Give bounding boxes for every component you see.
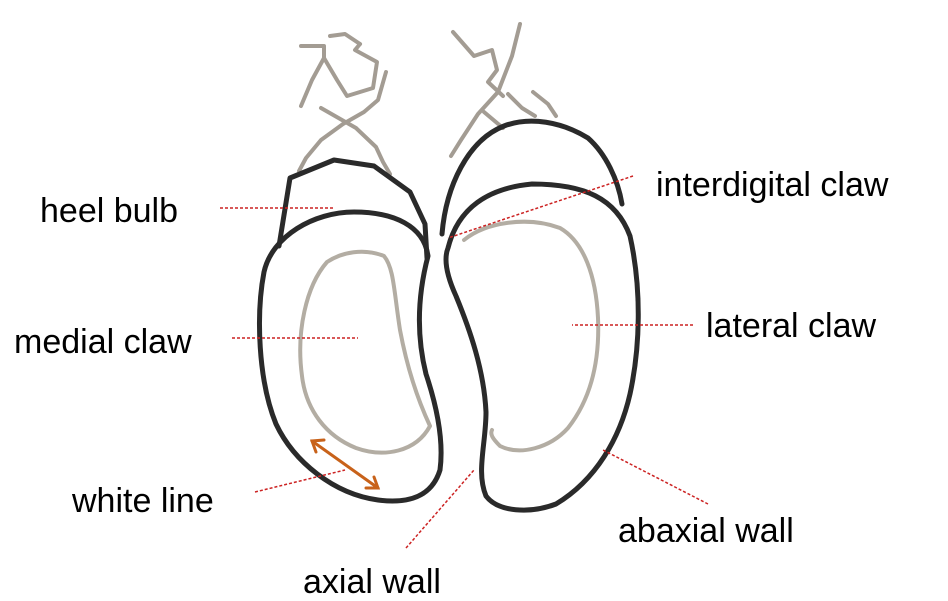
limb-sketch-right	[451, 24, 556, 156]
abaxial-wall-label: abaxial wall	[618, 514, 794, 548]
interdigital-claw-label: interdigital claw	[656, 168, 888, 202]
white-line-arrow	[312, 440, 378, 488]
lateral-claw-label: lateral claw	[706, 309, 876, 343]
medial-claw-label: medial claw	[14, 325, 192, 359]
white-line-label: white line	[72, 484, 214, 518]
medial-claw-shape	[260, 160, 442, 501]
lateral-claw-shape	[442, 121, 638, 510]
limb-sketch-left	[299, 34, 390, 174]
heel-bulb-label: heel bulb	[40, 194, 178, 228]
leader-axial-wall	[406, 470, 474, 548]
leader-abaxial-wall	[603, 450, 708, 504]
